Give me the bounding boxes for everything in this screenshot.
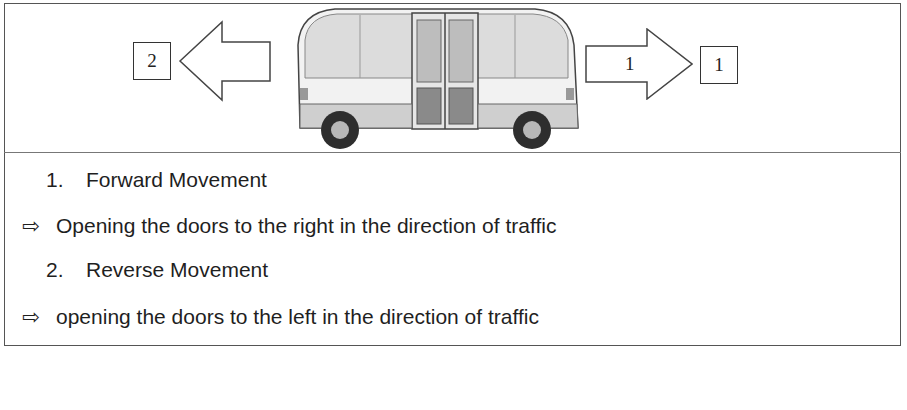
arrow-bullet: ⇨: [22, 304, 40, 329]
list-heading: Forward Movement: [86, 167, 267, 192]
callout-box: 1: [700, 46, 738, 84]
description-text: opening the doors to the left in the dir…: [56, 304, 539, 329]
shuttle-body: [298, 9, 578, 128]
arrow-number: 1: [625, 53, 635, 75]
list-heading: Reverse Movement: [86, 257, 268, 282]
list-number: 2.: [46, 257, 64, 282]
divider-line: [4, 152, 901, 153]
arrow-outline: [585, 28, 693, 100]
left-arrow: [180, 22, 270, 100]
description-text: Opening the doors to the right in the di…: [56, 213, 556, 238]
callout-number: 1: [714, 54, 724, 76]
callout-number: 2: [147, 50, 157, 72]
right-arrow: 1: [585, 28, 693, 100]
arrow-bullet: ⇨: [22, 213, 40, 238]
list-number: 1.: [46, 167, 64, 192]
callout-box: 2: [133, 42, 171, 80]
shuttle-doors: [412, 13, 478, 129]
